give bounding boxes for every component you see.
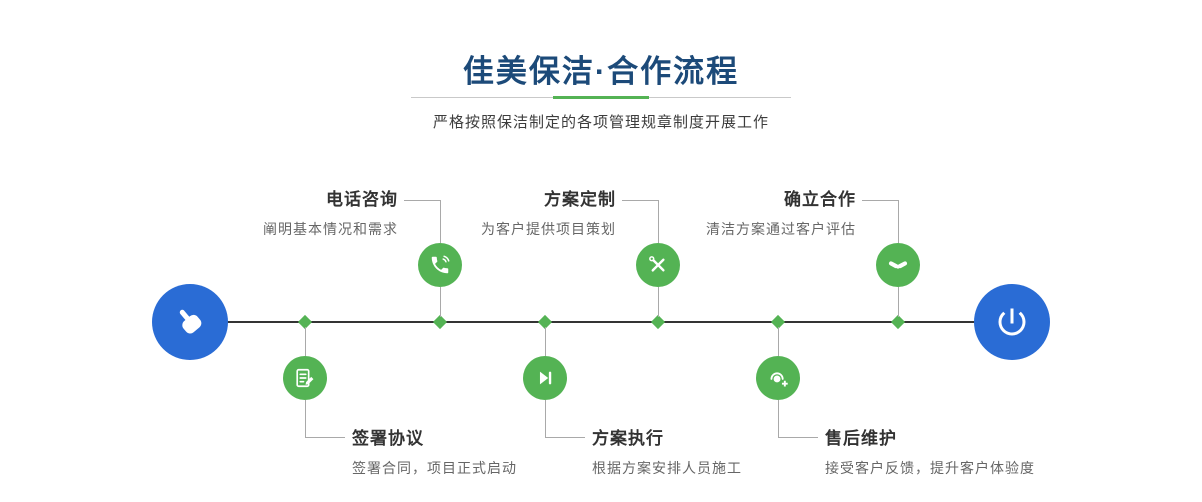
step-node-establish-cooperation — [876, 243, 920, 287]
connector-line — [862, 200, 898, 201]
step-desc: 清洁方案通过客户评估 — [706, 221, 856, 237]
step-desc: 签署合同，项目正式启动 — [352, 460, 517, 476]
timeline-node-diamond — [650, 314, 666, 330]
step-title: 售后维护 — [825, 429, 897, 448]
timeline-start-node — [152, 284, 228, 360]
step-desc: 根据方案安排人员施工 — [592, 460, 742, 476]
connector-line — [898, 200, 899, 243]
step-title: 方案执行 — [592, 429, 664, 448]
connector-stem — [305, 327, 306, 356]
play-step-icon — [534, 367, 556, 389]
connector-line — [440, 200, 441, 243]
page-subtitle: 严格按照保洁制定的各项管理规章制度开展工作 — [432, 114, 769, 131]
timeline-node-diamond — [432, 314, 448, 330]
step-text-establish-cooperation: 确立合作 清洁方案通过客户评估 — [706, 185, 856, 239]
step-desc: 接受客户反馈，提升客户体验度 — [825, 460, 1035, 476]
step-title: 确立合作 — [784, 190, 856, 209]
connector-stem — [545, 327, 546, 356]
title-divider — [411, 96, 791, 99]
step-node-phone-consult — [418, 243, 462, 287]
step-node-plan-design — [636, 243, 680, 287]
connector-stem — [778, 327, 779, 356]
connector-stem — [440, 287, 441, 317]
step-text-sign-agreement: 签署协议 签署合同，项目正式启动 — [352, 424, 517, 478]
timeline-node-diamond — [890, 314, 906, 330]
connector-line — [305, 437, 345, 438]
connector-line — [404, 200, 440, 201]
page-title: 佳美保洁·合作流程 — [462, 54, 740, 89]
step-title: 电话咨询 — [326, 190, 398, 209]
pointing-hand-icon — [171, 303, 209, 341]
connector-line — [305, 400, 306, 437]
connector-stem — [658, 287, 659, 317]
power-icon — [994, 304, 1030, 340]
step-node-after-sales — [756, 356, 800, 400]
contract-icon — [294, 367, 316, 389]
design-tools-icon — [647, 254, 669, 276]
step-node-plan-execution — [523, 356, 567, 400]
connector-line — [545, 400, 546, 437]
step-text-plan-design: 方案定制 为客户提供项目策划 — [481, 185, 616, 239]
connector-line — [545, 437, 585, 438]
timeline-end-node — [974, 284, 1050, 360]
handshake-icon — [886, 253, 910, 277]
step-text-plan-execution: 方案执行 根据方案安排人员施工 — [592, 424, 742, 478]
connector-stem — [898, 287, 899, 317]
step-text-after-sales: 售后维护 接受客户反馈，提升客户体验度 — [825, 424, 1035, 478]
phone-icon — [429, 254, 451, 276]
timeline-line — [190, 321, 1012, 323]
connector-line — [622, 200, 658, 201]
connector-line — [778, 400, 779, 437]
connector-line — [658, 200, 659, 243]
connector-line — [778, 437, 818, 438]
step-text-phone-consult: 电话咨询 阐明基本情况和需求 — [263, 185, 398, 239]
step-title: 签署协议 — [352, 429, 424, 448]
step-title: 方案定制 — [544, 190, 616, 209]
step-desc: 为客户提供项目策划 — [481, 221, 616, 237]
customer-service-icon — [767, 367, 790, 390]
step-desc: 阐明基本情况和需求 — [263, 221, 398, 237]
step-node-sign-agreement — [283, 356, 327, 400]
divider-green-segment — [553, 96, 649, 99]
